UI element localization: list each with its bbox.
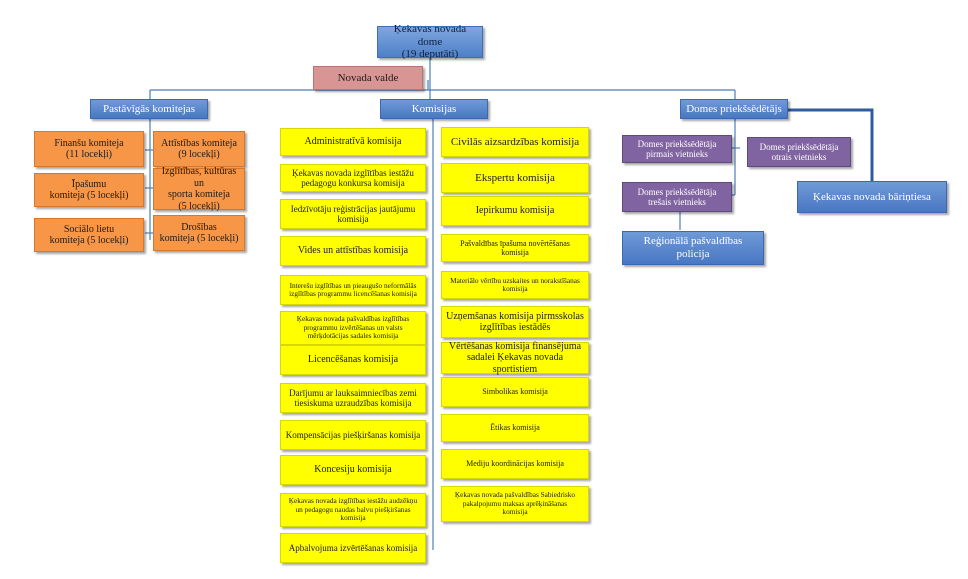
commission-left-box: Iedzīvotāju reģistrācijas jautājumu komi… [280, 199, 426, 229]
policija-node: Reģionālā pašvaldības policija [622, 231, 764, 265]
commission-left-box: Vides un attīstības komisija [280, 236, 426, 266]
commission-left-box: Licencēšanas komisija [280, 345, 426, 375]
commission-left-box: Kompensācijas piešķiršanas komisija [280, 420, 426, 450]
deputy-box: Domes priekšsēdētāja pirmais vietnieks [622, 135, 732, 163]
commission-left-box: Administratīvā komisija [280, 128, 426, 156]
committee-box: Finanšu komiteja (11 locekļi) [34, 131, 144, 167]
commission-right-box: Uzņemšanas komisija pirmsskolas izglītīb… [441, 306, 589, 338]
commission-right-box: Ekspertu komisija [441, 163, 589, 193]
commission-left-box: Interešu izglītības un pieaugušo neformā… [280, 275, 426, 305]
commission-left-box: Apbalvojuma izvērtēšanas komisija [280, 533, 426, 563]
commission-left-box: Darījumu ar lauksaimniecības zemi tiesis… [280, 383, 426, 413]
committee-box: Izglītības, kultūras un sporta komiteja … [153, 166, 245, 212]
commission-right-box: Ķekavas novada pašvaldības Sabiedrisko p… [441, 486, 589, 522]
commission-right-box: Ētikas komisija [441, 414, 589, 442]
committee-box: Drošības komiteja (5 locekļi) [153, 215, 245, 251]
root-node: Ķekavas novada dome (19 deputāti) [377, 23, 483, 61]
commission-right-box: Mediju koordinācijas komisija [441, 449, 589, 479]
barintiesa-node: Ķekavas novada bāriņtiesa [797, 181, 947, 213]
root-subtitle: (19 deputāti) [401, 48, 459, 61]
deputy-box: Domes priekšsēdētāja otrais vietnieks [747, 137, 851, 167]
commission-left-box: Ķekavas novada izglītības iestāžu audzēk… [280, 493, 426, 527]
commission-right-box: Civilās aizsardzības komisija [441, 127, 589, 157]
commission-right-box: Materiālo vērtību uzskaites un norakstīš… [441, 271, 589, 299]
root-title: Ķekavas novada dome [393, 23, 467, 48]
commission-right-box: Vērtēšanas komisija finansējuma sadalei … [441, 341, 589, 375]
branch-pastavigie: Pastāvīgās komitejas [90, 99, 208, 119]
committee-box: Sociālo lietu komiteja (5 locekļi) [34, 218, 144, 252]
commission-left-box: Ķekavas novada izglītības iestāžu pedago… [280, 164, 426, 192]
branch-komisijas: Komisijas [380, 99, 488, 119]
deputy-box: Domes priekšsēdētāja trešais vietnieks [622, 182, 732, 212]
commission-right-box: Iepirkumu komisija [441, 196, 589, 226]
branch-priekssedetajs: Domes priekšsēdētājs [680, 99, 788, 119]
valde-node: Novada valde [313, 66, 423, 90]
committee-box: Attīstības komiteja (9 locekļi) [153, 131, 245, 167]
commission-right-box: Simbolikas komisija [441, 377, 589, 407]
commission-left-box: Koncesiju komisija [280, 455, 426, 485]
commission-left-box: Ķekavas novada pašvaldības izglītības pr… [280, 311, 426, 345]
committee-box: Īpašumu komiteja (5 locekļi) [34, 173, 144, 207]
commission-right-box: Pašvaldības īpašuma novērtēšanas komisij… [441, 234, 589, 262]
